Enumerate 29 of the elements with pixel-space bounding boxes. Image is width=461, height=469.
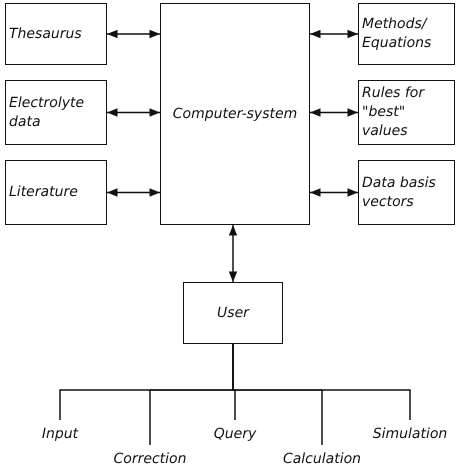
node-label: Literature — [8, 183, 79, 202]
node-label: Thesaurus — [8, 24, 83, 44]
process-box — [183, 282, 283, 344]
node-label: User — [216, 304, 250, 322]
process-box — [5, 160, 107, 225]
double-arrow — [107, 108, 160, 117]
double-arrow — [310, 188, 358, 197]
leaf-label: Query — [212, 424, 258, 444]
double-arrow — [107, 30, 160, 38]
double-arrow — [310, 108, 358, 117]
connector-line — [232, 344, 411, 420]
process-box — [358, 160, 455, 225]
double-arrow — [107, 188, 160, 197]
leaf-label: Simulation — [372, 424, 448, 444]
process-box — [5, 80, 107, 145]
process-box — [5, 3, 107, 65]
leaf-label: Calculation — [282, 450, 362, 468]
node-label: Computer-system — [172, 104, 298, 124]
process-box — [358, 80, 455, 145]
leaf-label: Correction — [112, 450, 188, 468]
process-box — [160, 3, 310, 225]
node-label: Electrolyte data — [8, 94, 86, 132]
node-label: Rules for "best" values — [361, 84, 426, 141]
node-label: Methods/ Equations — [361, 15, 432, 53]
node-label: Data basis vectors — [361, 174, 437, 212]
double-arrow — [310, 30, 358, 38]
double-arrow — [228, 225, 238, 282]
leaf-label: Input — [40, 424, 80, 444]
process-box — [358, 3, 455, 65]
